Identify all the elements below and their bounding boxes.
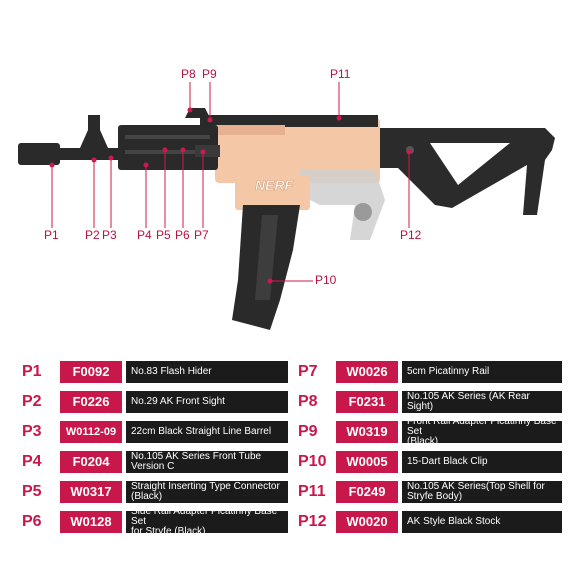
part-code: F0226 (60, 390, 122, 413)
part-code: W0112-09 (60, 420, 122, 443)
magwell-shape (235, 175, 310, 210)
part-description: 5cm Picatinny Rail (402, 360, 562, 383)
part-description: No.105 AK Series (AK Rear Sight) (402, 390, 562, 413)
callout-p1: P1 (44, 228, 59, 242)
callout-p4: P4 (137, 228, 152, 242)
part-code: W0020 (336, 510, 398, 533)
callout-p12: P12 (400, 228, 422, 242)
flash-hider-shape (18, 143, 60, 165)
part-code: F0231 (336, 390, 398, 413)
part-code: W0026 (336, 360, 398, 383)
part-id: P2 (22, 392, 42, 410)
part-code: W0128 (60, 510, 122, 533)
magazine-shape (232, 205, 300, 330)
part-description: No.29 AK Front Sight (126, 390, 288, 413)
callout-p2: P2 (85, 228, 100, 242)
part-code: W0317 (60, 480, 122, 503)
part-id: P7 (298, 362, 318, 380)
side-rail-shape (195, 145, 220, 157)
part-id: P12 (298, 512, 327, 530)
front-sight-shape (80, 115, 108, 148)
callout-p3: P3 (102, 228, 117, 242)
handguard-shape (118, 125, 218, 170)
callout-p8: P8 (181, 67, 196, 81)
part-description: 22cm Black Straight Line Barrel (126, 420, 288, 443)
leader-lines (49, 82, 412, 284)
blaster-illustration: NERF (18, 82, 555, 330)
part-id: P4 (22, 452, 42, 470)
part-description: Side Rail Adapter Picatinny Base Set for… (126, 510, 288, 533)
callout-p5: P5 (156, 228, 171, 242)
barrel-shape (55, 148, 125, 160)
part-description: Straight Inserting Type Connector (Black… (126, 480, 288, 503)
nerf-logo: NERF (255, 177, 294, 193)
part-id: P3 (22, 422, 42, 440)
callout-p11: P11 (330, 67, 351, 81)
part-code: F0204 (60, 450, 122, 473)
part-id: P1 (22, 362, 42, 380)
blaster-figure: NERF (18, 67, 555, 330)
part-description: No.83 Flash Hider (126, 360, 288, 383)
part-code: F0249 (336, 480, 398, 503)
part-description: No.105 AK Series(Top Shell for Stryfe Bo… (402, 480, 562, 503)
part-code: W0005 (336, 450, 398, 473)
part-description: AK Style Black Stock (402, 510, 562, 533)
part-id: P11 (298, 482, 326, 500)
part-description: Front Rail Adapter Picatinny Base Set (B… (402, 420, 562, 443)
callout-p6: P6 (175, 228, 190, 242)
callout-p10: P10 (315, 273, 337, 287)
part-id: P9 (298, 422, 318, 440)
part-id: P8 (298, 392, 318, 410)
part-id: P6 (22, 512, 42, 530)
callout-p7: P7 (194, 228, 209, 242)
part-description: No.105 AK Series Front Tube Version C (126, 450, 288, 473)
part-id: P5 (22, 482, 42, 500)
callout-p9: P9 (202, 67, 217, 81)
receiver-shape (200, 115, 380, 183)
stock-shape (378, 128, 555, 215)
grip-shape (300, 170, 385, 240)
part-id: P10 (298, 452, 327, 470)
part-code: W0319 (336, 420, 398, 443)
part-code: F0092 (60, 360, 122, 383)
part-description: 15-Dart Black Clip (402, 450, 562, 473)
